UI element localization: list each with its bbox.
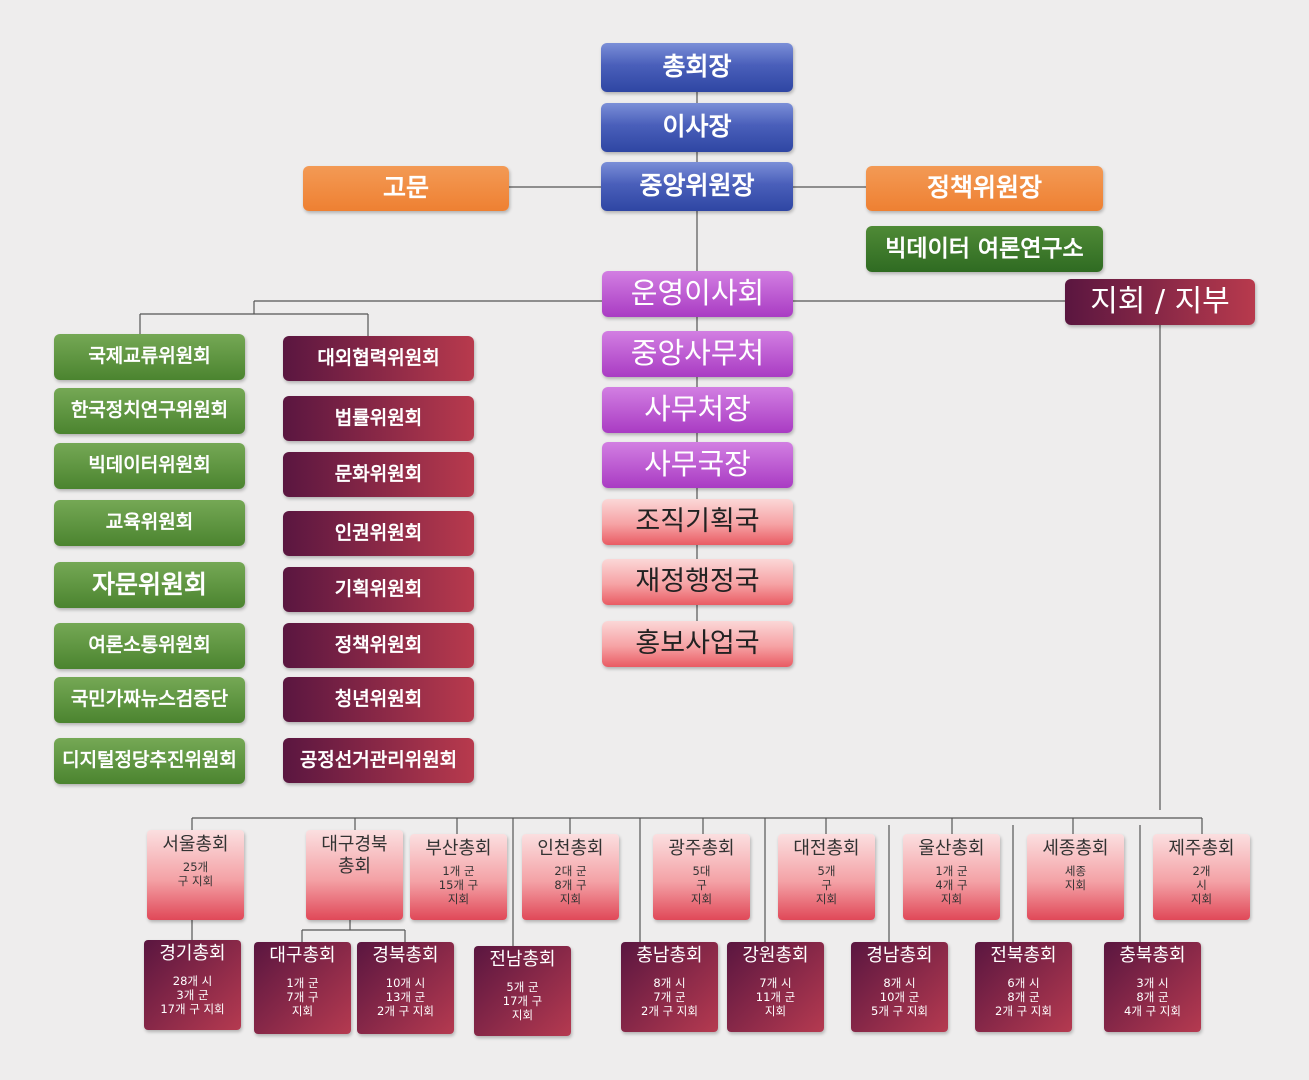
bureau-box-0[interactable]: 조직기획국: [602, 499, 793, 545]
region-name: 대구총회: [269, 945, 336, 966]
region-name: 전남총회: [489, 949, 556, 970]
region-name: 울산총회: [918, 838, 985, 859]
committee-right-3[interactable]: 인권위원회: [283, 511, 474, 556]
region-name: 전북총회: [990, 945, 1057, 966]
region-lower-8[interactable]: 충북총회 3개 시 8개 군 4개 구 지회: [1104, 942, 1201, 1032]
region-detail: 6개 시 8개 군 2개 구 지회: [995, 975, 1052, 1018]
committee-left-0[interactable]: 국제교류위원회: [54, 334, 245, 380]
region-lower-6[interactable]: 경남총회 8개 시 10개 군 5개 구 지회: [851, 942, 948, 1032]
bureau-box-1[interactable]: 재정행정국: [602, 559, 793, 605]
committee-right-4[interactable]: 기획위원회: [283, 567, 474, 612]
committee-right-1[interactable]: 법률위원회: [283, 396, 474, 441]
region-upper-1[interactable]: 대구경북 총회: [306, 830, 403, 920]
committee-left-4[interactable]: 자문위원회: [54, 562, 245, 608]
region-upper-8[interactable]: 제주총회 2개 시 지회: [1153, 834, 1250, 920]
region-name: 경북총회: [372, 945, 439, 966]
region-lower-0[interactable]: 경기총회 28개 시 3개 군 17개 구 지회: [144, 940, 241, 1030]
committee-left-1[interactable]: 한국정치연구위원회: [54, 388, 245, 434]
chairman-box[interactable]: 총회장: [601, 43, 793, 92]
region-lower-2[interactable]: 경북총회 10개 시 13개 군 2개 구 지회: [357, 942, 454, 1034]
region-detail: 8개 시 7개 군 2개 구 지회: [641, 975, 698, 1018]
bureau-box-2[interactable]: 홍보사업국: [602, 621, 793, 667]
secretariat-box-2[interactable]: 사무국장: [602, 442, 793, 488]
committee-left-2[interactable]: 빅데이터위원회: [54, 443, 245, 489]
committee-right-0[interactable]: 대외협력위원회: [283, 336, 474, 381]
region-upper-2[interactable]: 부산총회 1개 군 15개 구 지회: [410, 834, 507, 920]
region-detail: 7개 시 11개 군 지회: [755, 975, 796, 1018]
region-detail: 25개 구 지회: [177, 859, 214, 888]
region-lower-7[interactable]: 전북총회 6개 시 8개 군 2개 구 지회: [975, 942, 1072, 1032]
director-box[interactable]: 이사장: [601, 103, 793, 152]
committee-left-3[interactable]: 교육위원회: [54, 500, 245, 546]
region-name: 충북총회: [1119, 945, 1186, 966]
committee-right-5[interactable]: 정책위원회: [283, 623, 474, 668]
region-name: 서울총회: [162, 834, 229, 855]
region-lower-4[interactable]: 충남총회 8개 시 7개 군 2개 구 지회: [621, 942, 718, 1032]
committee-right-2[interactable]: 문화위원회: [283, 452, 474, 497]
region-detail: 1개 군 4개 구 지회: [935, 863, 968, 906]
region-detail: 2대 군 8개 구 지회: [554, 863, 587, 906]
region-detail: 1개 군 7개 구 지회: [286, 975, 319, 1018]
region-detail: 28개 시 3개 군 17개 구 지회: [160, 973, 225, 1016]
region-upper-5[interactable]: 대전총회 5개 구 지회: [778, 834, 875, 920]
committee-left-6[interactable]: 국민가짜뉴스검증단: [54, 677, 245, 723]
region-name: 경기총회: [159, 943, 226, 964]
bigdata-lab-box[interactable]: 빅데이터 여론연구소: [866, 226, 1103, 272]
central-chair-box[interactable]: 중앙위원장: [601, 162, 793, 211]
region-detail: 2개 시 지회: [1190, 863, 1213, 906]
region-upper-6[interactable]: 울산총회 1개 군 4개 구 지회: [903, 834, 1000, 920]
region-lower-3[interactable]: 전남총회 5개 군 17개 구 지회: [474, 946, 571, 1036]
region-name: 대구경북 총회: [321, 834, 388, 877]
region-detail: 1개 군 15개 구 지회: [438, 863, 479, 906]
region-lower-5[interactable]: 강원총회 7개 시 11개 군 지회: [727, 942, 824, 1032]
region-upper-3[interactable]: 인천총회 2대 군 8개 구 지회: [522, 834, 619, 920]
region-detail: 10개 시 13개 군 2개 구 지회: [377, 975, 434, 1018]
region-upper-4[interactable]: 광주총회 5대 구 지회: [653, 834, 750, 920]
committee-left-7[interactable]: 디지털정당추진위원회: [54, 738, 245, 784]
region-name: 광주총회: [668, 838, 735, 859]
region-detail: 3개 시 8개 군 4개 구 지회: [1124, 975, 1181, 1018]
region-name: 충남총회: [636, 945, 703, 966]
policy-chair-box[interactable]: 정책위원장: [866, 166, 1103, 211]
committee-right-6[interactable]: 청년위원회: [283, 677, 474, 722]
region-name: 강원총회: [742, 945, 809, 966]
committee-right-7[interactable]: 공정선거관리위원회: [283, 738, 474, 783]
region-name: 제주총회: [1168, 838, 1235, 859]
region-detail: 세종 지회: [1064, 863, 1087, 892]
committee-left-5[interactable]: 여론소통위원회: [54, 623, 245, 669]
region-upper-0[interactable]: 서울총회 25개 구 지회: [147, 830, 244, 920]
region-name: 인천총회: [537, 838, 604, 859]
region-lower-1[interactable]: 대구총회 1개 군 7개 구 지회: [254, 942, 351, 1034]
branch-header-box[interactable]: 지회 / 지부: [1065, 279, 1255, 325]
region-detail: 5개 군 17개 구 지회: [502, 979, 543, 1022]
region-upper-7[interactable]: 세종총회 세종 지회: [1027, 834, 1124, 920]
secretariat-box-1[interactable]: 사무처장: [602, 387, 793, 433]
region-detail: 5개 구 지회: [815, 863, 838, 906]
secretariat-box-0[interactable]: 중앙사무처: [602, 331, 793, 377]
operation-board-box[interactable]: 운영이사회: [602, 271, 793, 317]
region-name: 부산총회: [425, 838, 492, 859]
region-name: 경남총회: [866, 945, 933, 966]
connector-lines: [139, 90, 1203, 946]
region-detail: 8개 시 10개 군 5개 구 지회: [871, 975, 928, 1018]
region-name: 세종총회: [1042, 838, 1109, 859]
region-detail: 5대 구 지회: [690, 863, 713, 906]
advisor-box[interactable]: 고문: [303, 166, 509, 211]
region-name: 대전총회: [793, 838, 860, 859]
